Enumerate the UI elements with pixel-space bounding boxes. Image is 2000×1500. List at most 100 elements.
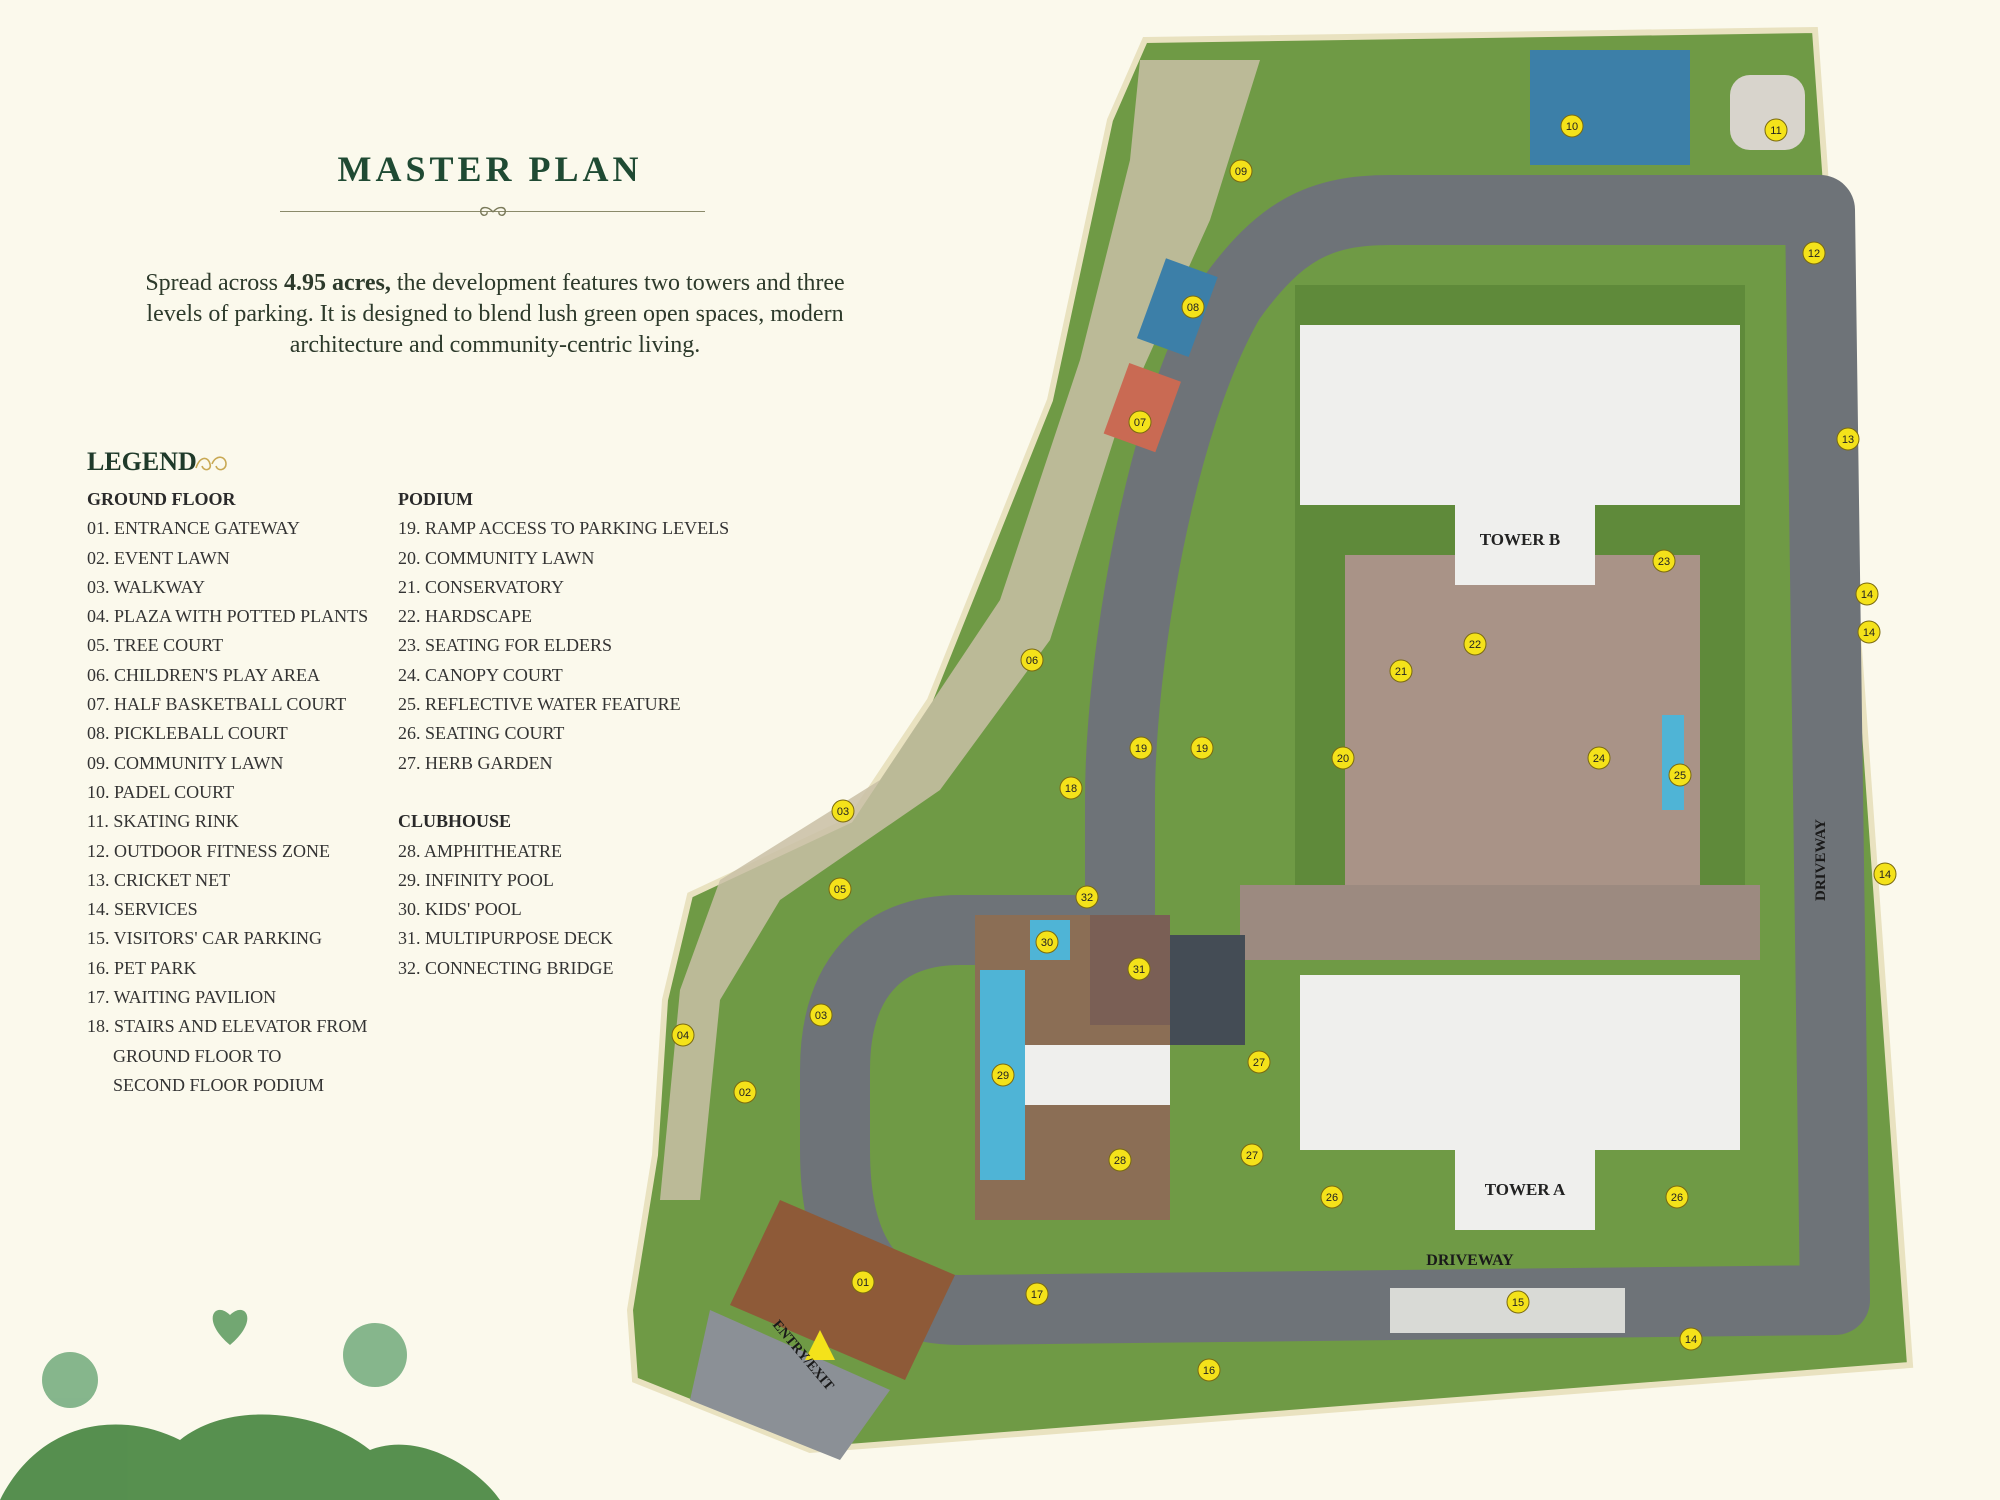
amenity-marker-label: 15 bbox=[1512, 1297, 1524, 1309]
legend-item: 10. PADEL COURT bbox=[87, 781, 235, 802]
legend-item: 02. EVENT LAWN bbox=[87, 547, 230, 568]
hardscape-walk bbox=[1240, 885, 1760, 960]
amenity-marker bbox=[1108, 1148, 1132, 1172]
amenity-marker bbox=[1331, 746, 1355, 770]
amenity-marker-label: 28 bbox=[1114, 1155, 1126, 1167]
legend-item: SECOND FLOOR PODIUM bbox=[113, 1074, 325, 1095]
amenity-marker-label: 31 bbox=[1133, 964, 1145, 976]
amenity-marker bbox=[733, 1080, 757, 1104]
amenity-marker bbox=[1463, 632, 1487, 656]
amenity-marker bbox=[1229, 159, 1253, 183]
amenity-marker bbox=[1668, 763, 1692, 787]
amenity-marker-label: 17 bbox=[1031, 1289, 1043, 1301]
walkway-band bbox=[660, 60, 1260, 1200]
amenity-marker bbox=[991, 1063, 1015, 1087]
amenity-marker-label: 22 bbox=[1469, 639, 1481, 651]
flourish-icon bbox=[480, 206, 506, 216]
legend-item: 05. TREE COURT bbox=[87, 635, 224, 656]
intro-pre: Spread across bbox=[145, 270, 284, 296]
amenity-marker-label: 05 bbox=[834, 884, 846, 896]
amenity-marker-label: 02 bbox=[739, 1087, 751, 1099]
legend-heading-clubhouse: CLUBHOUSE bbox=[398, 811, 512, 832]
legend-heading-podium: PODIUM bbox=[398, 489, 473, 509]
amenity-marker-label: 11 bbox=[1770, 125, 1781, 137]
amenity-marker bbox=[1020, 648, 1044, 672]
legend-item: 32. CONNECTING BRIDGE bbox=[398, 957, 614, 978]
amenity-marker bbox=[1320, 1185, 1344, 1209]
amenity-marker bbox=[1190, 736, 1214, 760]
amenity-marker bbox=[1389, 659, 1413, 683]
amenity-marker-label: 14 bbox=[1861, 589, 1873, 601]
driveway-bottom-label: DRIVEWAY bbox=[1426, 1252, 1514, 1269]
amenity-marker-label: 07 bbox=[1134, 417, 1146, 429]
amenity-marker-label: 14 bbox=[1879, 869, 1891, 881]
podium-hardscape bbox=[1345, 555, 1700, 895]
amenity-marker-label: 19 bbox=[1135, 743, 1147, 755]
amenity-marker bbox=[1652, 549, 1676, 573]
legend-item: 19. RAMP ACCESS TO PARKING LEVELS bbox=[398, 518, 730, 539]
legend-item: 06. CHILDREN'S PLAY AREA bbox=[87, 664, 320, 685]
amenity-marker bbox=[1240, 1143, 1264, 1167]
legend-item: 18. STAIRS AND ELEVATOR FROM bbox=[87, 1016, 368, 1037]
amenity-marker bbox=[1025, 1282, 1049, 1306]
amenity-marker-label: 12 bbox=[1808, 248, 1820, 260]
legend-item: 04. PLAZA WITH POTTED PLANTS bbox=[87, 606, 369, 627]
amenity-marker bbox=[1587, 746, 1611, 770]
legend-item: 13. CRICKET NET bbox=[87, 869, 231, 890]
tower-b-building bbox=[1300, 325, 1740, 585]
amenity-marker bbox=[851, 1270, 875, 1294]
legend-item: 23. SEATING FOR ELDERS bbox=[398, 635, 613, 656]
legend-item: GROUND FLOOR TO bbox=[113, 1045, 282, 1066]
amenity-marker bbox=[1128, 410, 1152, 434]
amenity-marker-label: 29 bbox=[997, 1070, 1009, 1082]
entry-exit-road bbox=[690, 1310, 890, 1460]
legend-item: 17. WAITING PAVILION bbox=[87, 987, 277, 1008]
amenity-marker bbox=[1247, 1050, 1271, 1074]
tower-a-label: TOWER A bbox=[1485, 1180, 1566, 1199]
amenity-marker-label: 27 bbox=[1253, 1057, 1265, 1069]
legend-item: 07. HALF BASKETBALL COURT bbox=[87, 694, 347, 715]
legend-item: 21. CONSERVATORY bbox=[398, 576, 564, 597]
legend-item: 03. WALKWAY bbox=[87, 576, 206, 597]
amenity-marker bbox=[809, 1003, 833, 1027]
clubhouse-roof bbox=[1025, 1045, 1170, 1105]
amenity-marker-label: 32 bbox=[1081, 892, 1093, 904]
amenity-marker-label: 03 bbox=[815, 1010, 827, 1022]
legend-item: 25. REFLECTIVE WATER FEATURE bbox=[398, 694, 681, 715]
legend-podium-clubhouse: PODIUM 19. RAMP ACCESS TO PARKING LEVELS… bbox=[398, 485, 729, 983]
padel-court bbox=[1530, 50, 1690, 165]
legend-item: 30. KIDS' POOL bbox=[398, 899, 522, 920]
amenity-marker-label: 10 bbox=[1566, 121, 1578, 133]
amenity-marker-label: 16 bbox=[1203, 1365, 1215, 1377]
legend-item: 09. COMMUNITY LAWN bbox=[87, 752, 284, 773]
amenity-marker-label: 19 bbox=[1196, 743, 1208, 755]
amenity-marker bbox=[1873, 862, 1897, 886]
amenity-marker-label: 14 bbox=[1685, 1334, 1697, 1346]
reflective-water bbox=[1662, 715, 1684, 810]
amenity-marker-label: 08 bbox=[1187, 302, 1199, 314]
amenity-marker bbox=[1802, 241, 1826, 265]
page-title: MASTER PLAN bbox=[337, 149, 643, 189]
amenity-marker bbox=[1129, 736, 1153, 760]
amenity-marker bbox=[1059, 776, 1083, 800]
amenity-marker-label: 14 bbox=[1863, 627, 1875, 639]
amenity-marker bbox=[828, 877, 852, 901]
legend-item: 29. INFINITY POOL bbox=[398, 869, 554, 890]
amenity-marker-label: 13 bbox=[1842, 434, 1854, 446]
legend-item: 08. PICKLEBALL COURT bbox=[87, 723, 288, 744]
amenity-marker-label: 03 bbox=[837, 806, 849, 818]
amenity-marker-label: 30 bbox=[1041, 937, 1053, 949]
legend-item: 20. COMMUNITY LAWN bbox=[398, 547, 595, 568]
intro-acreage: 4.95 acres, bbox=[283, 270, 391, 296]
entrance-gateway bbox=[730, 1200, 955, 1380]
leaf-flourish-icon bbox=[195, 456, 227, 471]
amenity-marker bbox=[1857, 620, 1881, 644]
amenity-marker-label: 26 bbox=[1326, 1192, 1338, 1204]
amenity-marker bbox=[1506, 1290, 1530, 1314]
amenity-marker-label: 01 bbox=[857, 1277, 869, 1289]
amenity-marker bbox=[1181, 295, 1205, 319]
amenity-marker-label: 09 bbox=[1235, 166, 1247, 178]
amenity-marker bbox=[1197, 1358, 1221, 1382]
amenity-marker-label: 26 bbox=[1671, 1192, 1683, 1204]
